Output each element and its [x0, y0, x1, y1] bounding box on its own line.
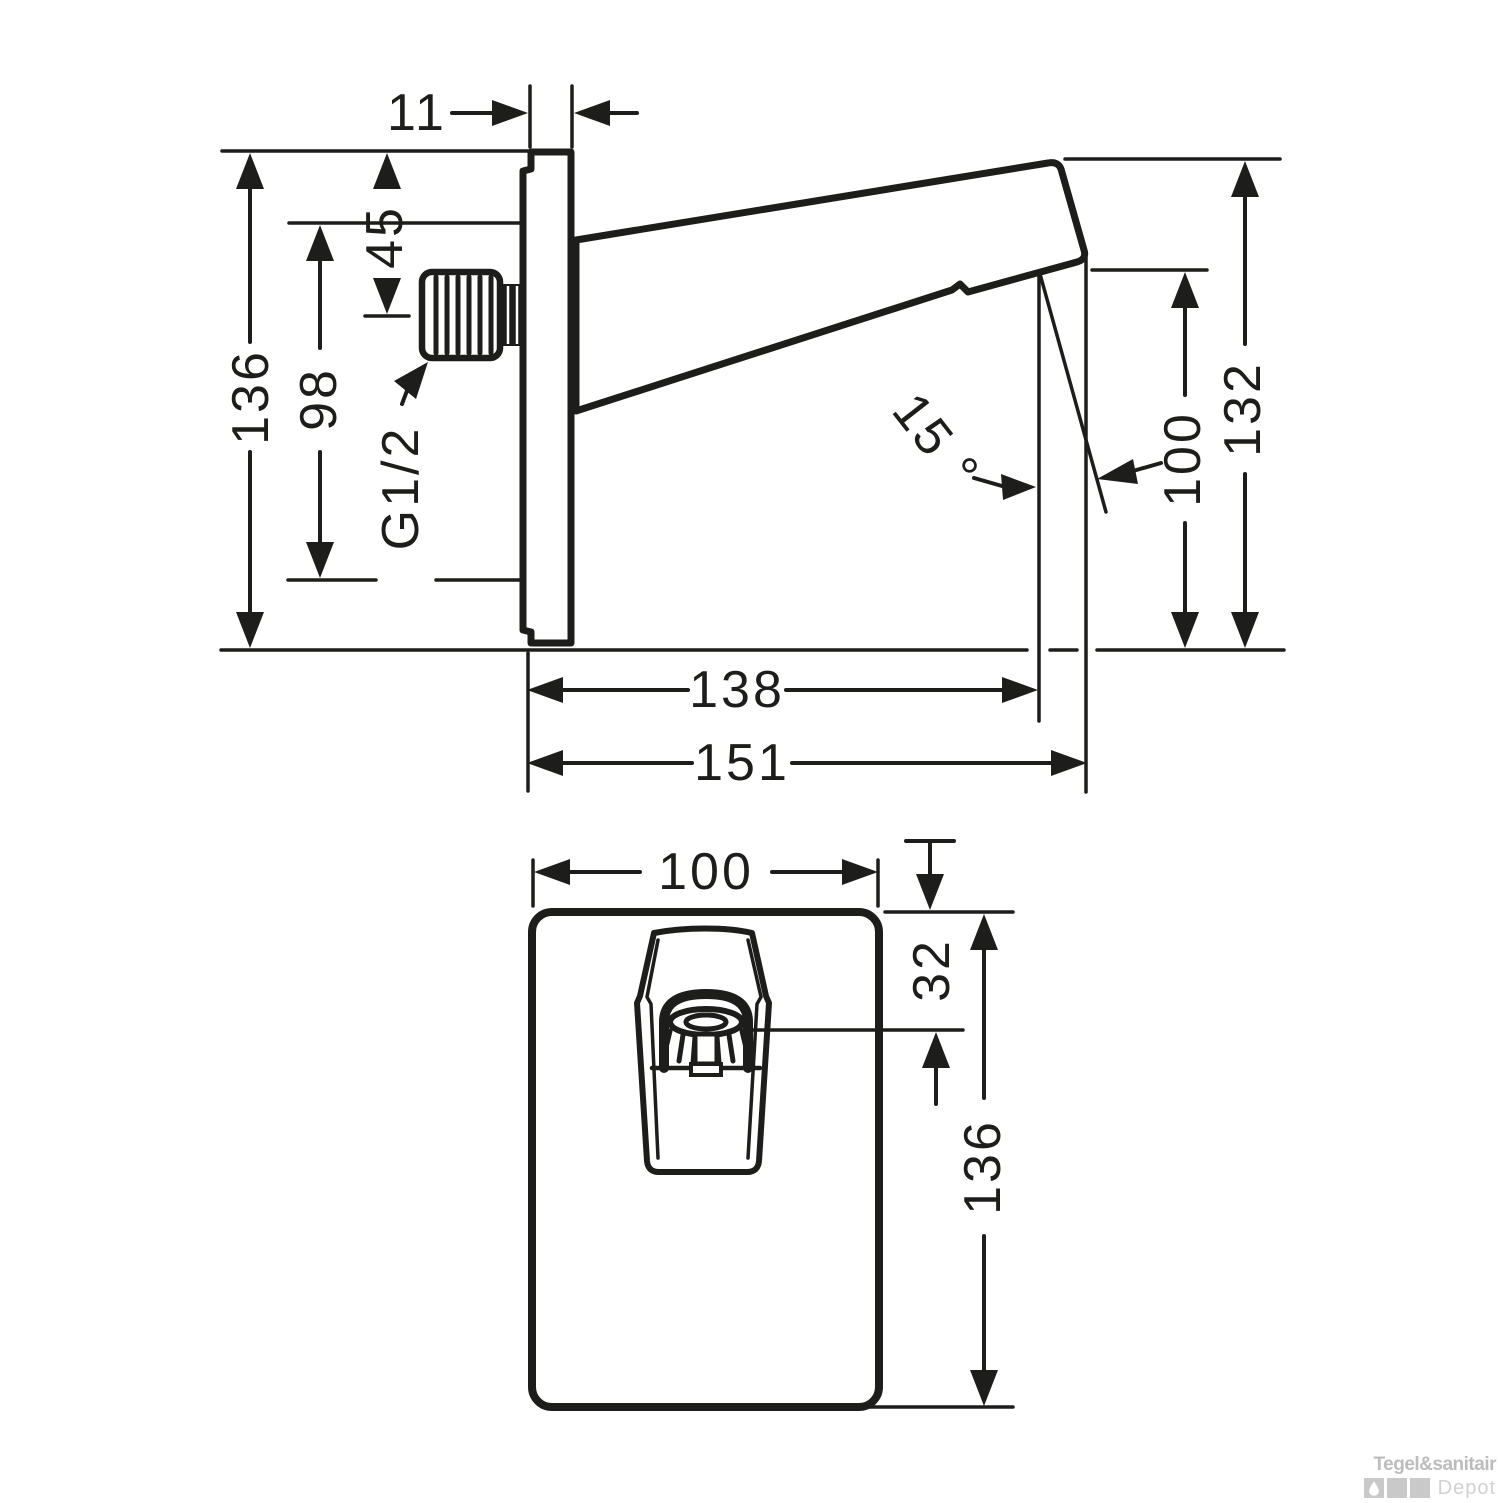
watermark-brand: Tegel&sanitair	[1373, 1454, 1496, 1475]
thread-size-label: G1/2	[372, 426, 430, 551]
aerator-stem	[692, 1031, 720, 1067]
aerator-base	[689, 1062, 723, 1077]
dim-label-spout-angle: 15 °	[881, 383, 991, 502]
dim-label-projection-inner: 138	[689, 661, 785, 719]
aerator-inner-ring	[683, 1012, 729, 1032]
extension-lines-top	[528, 84, 574, 149]
dim-label-plate-height-plan: 136	[954, 1119, 1012, 1215]
watermark-square	[1409, 1478, 1430, 1498]
aerator-hood	[659, 988, 753, 1073]
dim-spout-angle: 15 °	[881, 383, 1163, 502]
dim-label-plate-thickness: 11	[387, 84, 447, 142]
dim-projection-inner: 138	[527, 661, 1038, 719]
dim-plate-height: 136	[222, 153, 280, 648]
dim-plate-width: 100	[534, 843, 878, 901]
dim-top-to-thread-axis: 45	[356, 153, 414, 314]
thread-size-callout: G1/2	[372, 362, 430, 550]
side-view: 11 136 98 45 G1/2	[219, 84, 1286, 794]
dim-label-outlet-drop: 100	[1154, 411, 1212, 507]
thread-connector	[418, 268, 526, 362]
aerator	[649, 988, 763, 1077]
thread-stripes	[433, 274, 494, 356]
water-drop-icon	[1363, 1478, 1384, 1498]
dim-label-port-spacing: 98	[290, 367, 348, 431]
dim-label-top-to-thread-axis: 45	[356, 205, 414, 269]
dim-label-plate-height: 136	[222, 349, 280, 445]
dim-plate-height-plan: 136	[954, 914, 1012, 1406]
thread-neck	[500, 284, 526, 346]
plan-view: 100 32 136	[528, 839, 1015, 1411]
dim-plate-thickness: 11	[387, 84, 639, 142]
spout-side	[572, 159, 1089, 415]
dim-outlet-drop: 100	[1154, 272, 1212, 648]
dim-label-projection-total: 151	[694, 734, 790, 792]
dim-port-spacing: 98	[290, 225, 348, 578]
spout-plan-inner-contour	[645, 938, 763, 1160]
dim-projection-total: 151	[527, 734, 1087, 792]
dim-top-to-outlet: 32	[903, 839, 961, 1106]
watermark: Tegel&sanitair Depot	[1363, 1454, 1497, 1499]
dim-tip-height: 132	[1214, 161, 1272, 648]
angle-line-15deg	[1038, 272, 1108, 514]
dim-label-plate-width: 100	[658, 843, 754, 901]
dim-label-tip-height: 132	[1214, 361, 1272, 457]
watermark-suffix: Depot	[1437, 1477, 1496, 1499]
wall-plate-side	[519, 148, 575, 647]
plan-extension-lines-top	[531, 858, 880, 908]
dim-label-top-to-outlet: 32	[903, 938, 961, 1002]
watermark-square	[1386, 1478, 1407, 1498]
